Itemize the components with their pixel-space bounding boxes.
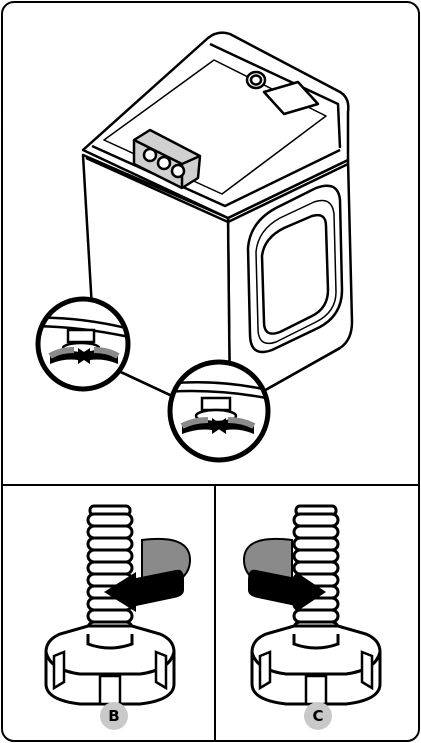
badge-c-label: C bbox=[312, 707, 323, 725]
control-knob-2 bbox=[158, 157, 170, 169]
badge-c: C bbox=[304, 702, 332, 730]
badge-b: B bbox=[100, 702, 128, 730]
control-knob-3 bbox=[172, 165, 184, 177]
control-knob-1 bbox=[144, 149, 156, 161]
badge-b-label: B bbox=[108, 707, 119, 725]
